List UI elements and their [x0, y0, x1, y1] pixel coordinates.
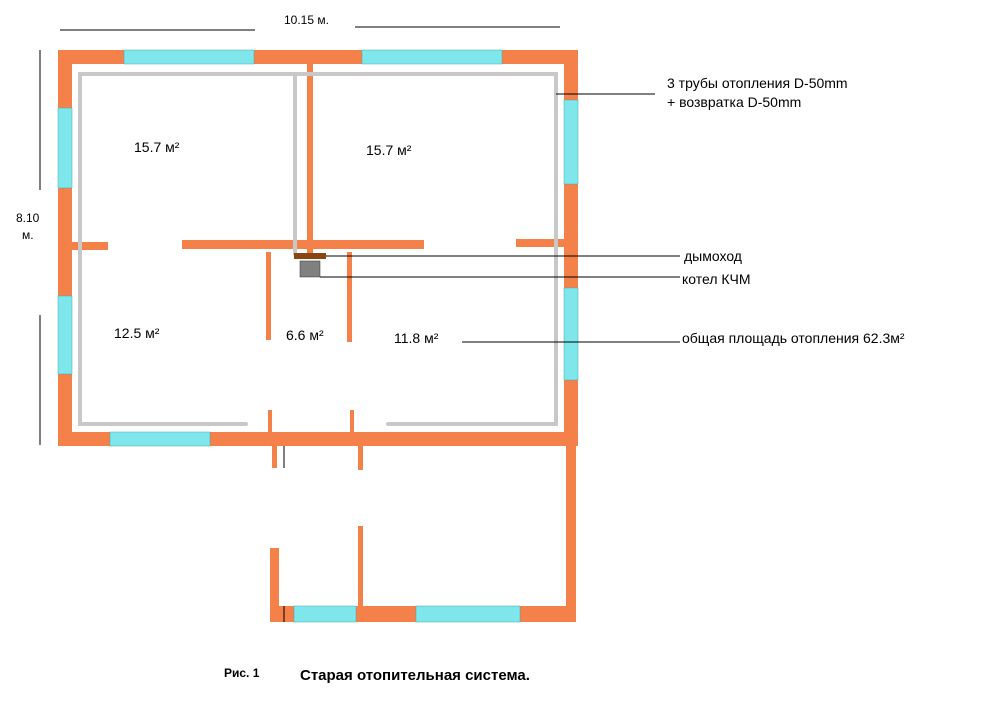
boiler — [299, 260, 321, 278]
window-right-lower — [563, 287, 579, 381]
window-right-upper — [563, 99, 579, 185]
figure-number: Рис. 1 — [224, 666, 260, 680]
room-area-bottom-right: 11.8 м² — [394, 330, 439, 346]
window-annex-right — [415, 605, 521, 623]
room-area-bottom-left: 12.5 м² — [114, 325, 160, 341]
window-annex-left — [293, 605, 357, 623]
room-area-top-left: 15.7 м² — [134, 139, 180, 155]
room-area-top-right: 15.7 м² — [366, 142, 412, 158]
heating-pipes — [78, 72, 558, 426]
leader-lines — [320, 93, 680, 343]
height-dimension-label: 8.10 — [16, 211, 40, 225]
chimney-label: дымоход — [684, 248, 742, 264]
window-top-right — [361, 49, 503, 65]
pipes-note-line2: + возвратка D-50mm — [667, 94, 801, 110]
window-left-lower — [57, 295, 73, 375]
window-top-left — [123, 49, 255, 65]
total-area-label: общая площадь отопления 62.3м² — [682, 330, 905, 346]
windows — [57, 49, 579, 623]
interior-walls — [72, 64, 564, 432]
window-left-upper — [57, 107, 73, 189]
figure-title: Старая отопительная система. — [300, 667, 530, 684]
window-bottom — [109, 431, 211, 447]
width-dimension-label: 10.15 м. — [284, 13, 329, 27]
annex-walls — [270, 446, 576, 622]
dimension-lines — [39, 26, 560, 445]
room-area-center: 6.6 м² — [286, 327, 324, 343]
pipes-note-line1: 3 трубы отопления D-50mm — [667, 75, 848, 91]
height-dimension-unit: м. — [22, 228, 34, 242]
boiler-label: котел КЧМ — [682, 271, 751, 287]
chimney — [294, 253, 326, 259]
